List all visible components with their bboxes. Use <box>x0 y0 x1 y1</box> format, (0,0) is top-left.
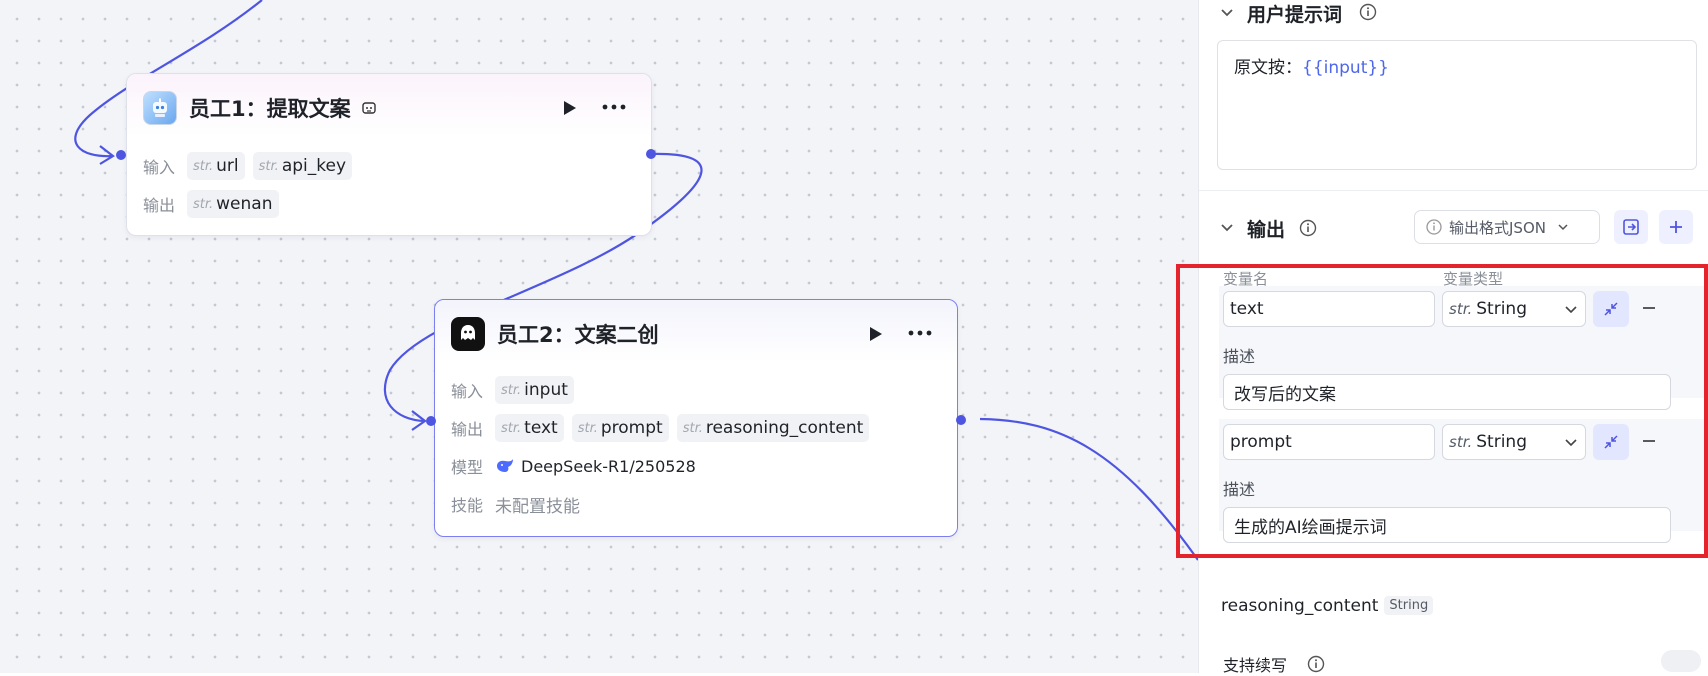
plus-icon <box>1670 221 1682 233</box>
continue-write-label: 支持续写 <box>1223 656 1288 675</box>
column-header-type: 变量类型 <box>1443 270 1504 288</box>
remove-variable-icon[interactable] <box>1639 298 1659 318</box>
collapse-button[interactable] <box>1593 291 1629 327</box>
description-label: 描述 <box>1223 347 1256 366</box>
run-icon[interactable] <box>559 98 579 118</box>
output-label: 输出 <box>143 196 176 215</box>
collapse-button[interactable] <box>1593 424 1629 460</box>
node-employee-2[interactable]: 员工2：文案二创 输入 str.input 输出 str.text str.pr… <box>434 299 958 537</box>
deepseek-whale-icon <box>497 459 513 472</box>
input-label: 输入 <box>143 158 176 177</box>
variable-name-input[interactable]: text <box>1223 291 1435 327</box>
output-tag-text: str.text <box>495 414 564 442</box>
add-variable-button[interactable] <box>1659 210 1693 244</box>
info-icon <box>1426 219 1442 235</box>
node-title: 员工2：文案二创 <box>497 323 659 347</box>
skill-label: 技能 <box>451 496 484 515</box>
node2-output-port[interactable] <box>956 415 966 425</box>
model-label: 模型 <box>451 458 484 477</box>
section-divider <box>1199 190 1708 191</box>
node-skill-row: 技能 未配置技能 <box>451 490 580 518</box>
connection-edges <box>74 0 1198 561</box>
node1-input-port[interactable] <box>116 150 126 160</box>
settings-panel: 用户提示词 原文按：{{input}} 输出 输出格式JSON 变量名 变量类型… <box>1198 0 1708 675</box>
edge-node2-out <box>979 417 1198 561</box>
variable-type-select[interactable]: str.String <box>1442 424 1586 460</box>
user-prompt-title: 用户提示词 <box>1247 4 1343 26</box>
info-icon[interactable] <box>1307 655 1325 673</box>
output-tag-reasoning-content: str.reasoning_content <box>676 414 870 442</box>
more-options-icon[interactable] <box>601 96 627 118</box>
node2-input-port[interactable] <box>426 416 436 426</box>
edge-into-node1 <box>74 0 263 158</box>
output-format-label: 输出格式JSON <box>1449 218 1546 237</box>
input-tag-api-key: str.api_key <box>252 152 353 180</box>
chevron-down-icon[interactable] <box>1219 5 1235 21</box>
output-label: 输出 <box>451 420 484 439</box>
highlight-box <box>1176 264 1708 558</box>
type-badge: String <box>1384 596 1434 615</box>
node-outputs-row: 输出 str.text str.prompt str.reasoning_con… <box>451 414 877 442</box>
column-header-name: 变量名 <box>1223 270 1269 288</box>
output-tag-wenan: str.wenan <box>187 190 279 218</box>
workflow-canvas[interactable]: 员工1：提取文案 输入 str.url str.api_key 输出 str.w… <box>0 0 1198 673</box>
edge-node1-to-node2 <box>383 152 703 423</box>
input-label: 输入 <box>451 382 484 401</box>
skill-value: 未配置技能 <box>495 496 580 517</box>
chevron-down-icon <box>1565 306 1577 314</box>
edge-node2-arrow <box>411 410 427 431</box>
run-icon[interactable] <box>865 324 885 344</box>
continue-write-toggle[interactable] <box>1661 650 1701 672</box>
output-tag-prompt: str.prompt <box>571 414 669 442</box>
node1-output-port[interactable] <box>646 149 656 159</box>
node-outputs-row: 输出 str.wenan <box>143 190 287 218</box>
bot-badge-icon <box>361 102 376 114</box>
variable-name-input[interactable]: prompt <box>1223 424 1435 460</box>
node-inputs-row: 输入 str.input <box>451 376 582 404</box>
model-name: DeepSeek-R1/250528 <box>521 456 696 476</box>
chevron-down-icon <box>1565 439 1577 447</box>
variable-description-input[interactable]: 生成的AI绘画提示词 <box>1223 507 1671 543</box>
info-icon[interactable] <box>1359 3 1377 21</box>
output-format-dropdown[interactable]: 输出格式JSON <box>1414 210 1600 244</box>
variable-type-select[interactable]: str.String <box>1442 291 1586 327</box>
output-section-title: 输出 <box>1247 219 1286 241</box>
remove-variable-icon[interactable] <box>1639 431 1659 451</box>
node-title: 员工1：提取文案 <box>189 97 351 121</box>
description-label: 描述 <box>1223 480 1256 499</box>
robot-avatar-icon <box>143 91 177 125</box>
more-options-icon[interactable] <box>907 322 933 344</box>
user-prompt-editor[interactable]: 原文按：{{input}} <box>1217 40 1697 170</box>
prompt-text: 原文按： <box>1234 58 1302 78</box>
import-button[interactable] <box>1614 210 1648 244</box>
input-tag-url: str.url <box>187 152 245 180</box>
import-icon <box>1623 219 1639 235</box>
node-inputs-row: 输入 str.url str.api_key <box>143 152 360 180</box>
edge-into-node1-arrow <box>99 145 115 165</box>
prompt-variable: {{input}} <box>1302 58 1389 78</box>
node-model-row: 模型 DeepSeek-R1/250528 <box>451 452 696 480</box>
variable-description-input[interactable]: 改写后的文案 <box>1223 374 1671 410</box>
collapse-icon <box>1604 435 1618 449</box>
chevron-down-icon[interactable] <box>1219 220 1235 236</box>
chevron-down-icon <box>1558 224 1568 231</box>
input-tag-input: str.input <box>495 376 574 404</box>
info-icon[interactable] <box>1299 219 1317 237</box>
collapse-icon <box>1604 302 1618 316</box>
ghost-avatar-icon <box>451 317 485 351</box>
node-employee-1[interactable]: 员工1：提取文案 输入 str.url str.api_key 输出 str.w… <box>126 73 652 236</box>
